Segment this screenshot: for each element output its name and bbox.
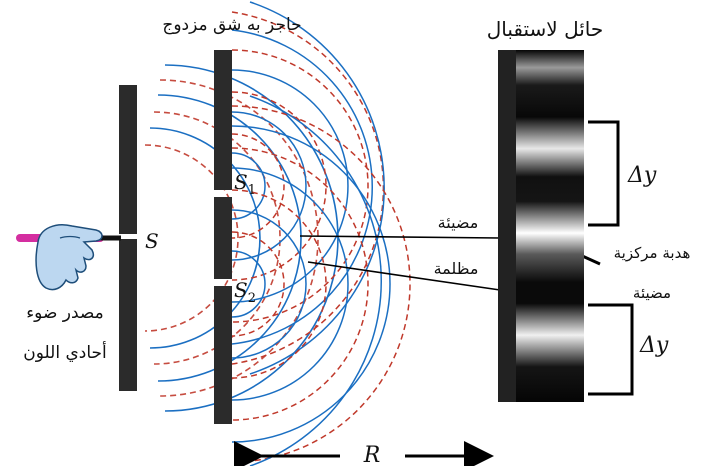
double-slit-barrier-mid — [214, 197, 232, 279]
source-label-line2: أحادي اللون — [23, 341, 107, 363]
source-wavefronts — [144, 64, 339, 412]
fringe-spacing-upper-label: Δy — [627, 163, 657, 188]
slit1-symbol: S1 — [234, 170, 256, 198]
viewing-screen-label: حائل لاستقبال — [487, 17, 604, 41]
dark-fringe-label: مظلمة — [434, 259, 479, 278]
hand-holding-laser-pointer-icon — [16, 224, 121, 291]
source-slit — [119, 234, 137, 239]
right-bright-fringe-label: مضيئة — [633, 284, 671, 302]
slit2-symbol: S2 — [234, 278, 256, 306]
bright-ray-line — [299, 235, 501, 239]
slit1-wavefronts — [231, 1, 385, 375]
distance-label: R — [363, 443, 381, 466]
fringe-spacing-bracket-lower — [588, 303, 634, 396]
bright-fringe-label: مضيئة — [438, 213, 479, 232]
slit2-wavefronts — [231, 95, 411, 466]
source-label-line1: مصدر ضوء — [26, 303, 104, 323]
double-slit-barrier-label: حاجز به شق مزدوج — [162, 15, 301, 35]
double-slit-barrier-top — [214, 50, 232, 190]
dark-ray-line — [307, 261, 501, 291]
source-symbol: S — [145, 229, 159, 253]
interference-fringes — [516, 50, 584, 402]
central-fringe-label: هدبة مركزية — [614, 244, 691, 262]
viewing-screen-edge — [498, 50, 516, 402]
fringe-spacing-lower-label: Δy — [639, 333, 669, 358]
double-slit-barrier-bottom — [214, 286, 232, 424]
fringe-spacing-bracket-upper — [588, 120, 620, 227]
